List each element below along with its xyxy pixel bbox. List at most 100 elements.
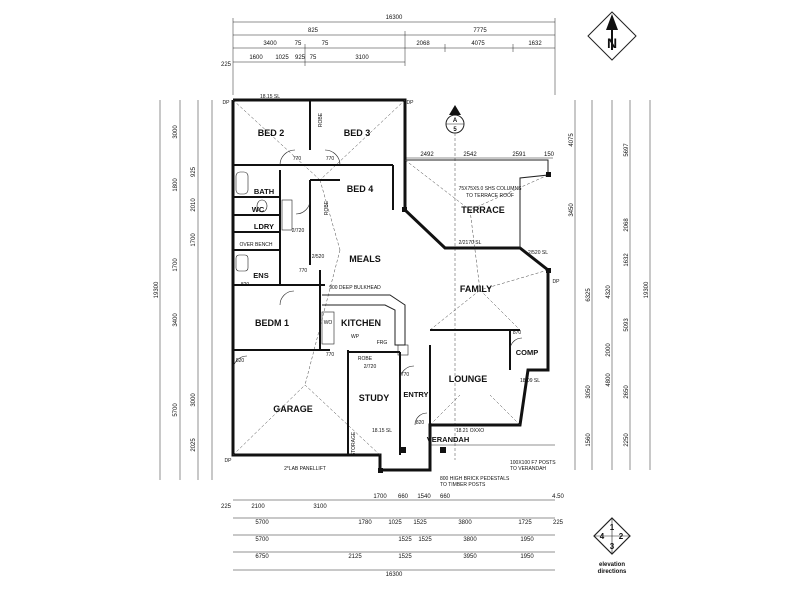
bath-fixtures	[235, 171, 293, 272]
elevation-number: 3	[610, 542, 615, 551]
dim-label: 2650	[624, 385, 630, 399]
door-width: 820	[236, 358, 245, 364]
dim-label: 3000	[173, 125, 179, 139]
dim-label: 3950	[463, 554, 477, 560]
note-overbench: OVER BENCH	[239, 242, 272, 248]
section-marker-icon: A 5	[445, 105, 465, 460]
door-width: 770	[326, 352, 335, 358]
door-width: 820	[241, 282, 250, 288]
dim-label: 2125	[348, 554, 362, 560]
interior-walls	[233, 100, 520, 455]
ceiling-mark: 2/520 SL	[528, 250, 548, 256]
room-label-ldry: LDRY	[254, 222, 274, 231]
note-posts: 100X100 F7 POSTS	[510, 460, 556, 466]
dim-label: 4075	[569, 133, 575, 147]
note-robe: ROBE	[318, 112, 324, 127]
ceiling-mark: 18.15 SL	[260, 94, 280, 100]
dim-label: 1950	[520, 554, 534, 560]
dim-label: 1632	[624, 253, 630, 267]
dim-label: 1525	[398, 554, 412, 560]
dim-label: 3400	[263, 41, 277, 47]
note-posts: TO VERANDAH	[510, 466, 546, 472]
room-label-terrace: TERRACE	[461, 205, 505, 215]
elevation-caption: directions	[598, 569, 627, 575]
ceiling-mark: 18.09 SL	[520, 378, 540, 384]
dim-label: 2591	[512, 152, 526, 158]
elevation-number: 1	[610, 523, 615, 532]
dim-label: 1700	[191, 233, 197, 247]
dim-label: 4320	[606, 285, 612, 299]
room-label-garage: GARAGE	[273, 404, 313, 414]
dim-label: 19300	[154, 281, 160, 298]
dim-label: 7775	[473, 28, 487, 34]
room-label-meals: MEALS	[349, 254, 381, 264]
dim-label: 1525	[418, 537, 432, 543]
door-width: 770	[401, 372, 410, 378]
dim-label: 75	[295, 41, 302, 47]
ceiling-mark: 2/720	[292, 228, 305, 234]
door-swings	[232, 149, 523, 426]
dim-label: 16300	[386, 15, 403, 21]
dim-label: 1700	[373, 494, 387, 500]
elevation-caption: elevation	[599, 562, 625, 568]
note-storage: STORAGE	[351, 431, 357, 456]
dim-label: 5700	[255, 520, 269, 526]
dim-label: 1950	[520, 537, 534, 543]
room-label-wc: WC	[252, 205, 265, 214]
dim-label: 1525	[413, 520, 427, 526]
dim-label: 1725	[518, 520, 532, 526]
note-downpipe: DP	[223, 100, 231, 106]
dim-label: 1632	[528, 41, 542, 47]
room-label-verandah: VERANDAH	[427, 435, 470, 444]
dim-label: 2010	[191, 198, 197, 212]
dim-label: 3400	[173, 313, 179, 327]
dim-label: 925	[295, 55, 306, 61]
dim-label: 825	[308, 28, 319, 34]
note-downpipe: DP	[407, 100, 415, 106]
note-robe: ROBE	[358, 356, 373, 362]
roof-lines	[232, 99, 549, 456]
dim-label: 1560	[586, 433, 592, 447]
dim-label: 3000	[191, 393, 197, 407]
dim-label: 3800	[458, 520, 472, 526]
room-label-comp: COMP	[516, 348, 539, 357]
ceiling-mark: 2/720	[364, 364, 377, 370]
dim-label: 16300	[386, 572, 403, 578]
right-dimensions: 4075 5697 3450 2068 1632 4320 6325 5093 …	[569, 100, 651, 470]
room-label-bath: BATH	[254, 187, 274, 196]
dim-label: 2100	[251, 504, 265, 510]
dim-label: 1525	[398, 537, 412, 543]
dim-label: 75	[322, 41, 329, 47]
room-label-ens: ENS	[253, 271, 268, 280]
room-label-bed2: BED 2	[258, 128, 285, 138]
bottom-dimensions: 225 2100 3100 1700 660 1540 660 4.50 570…	[221, 494, 565, 578]
dim-label: 2000	[606, 343, 612, 357]
dim-label: 6325	[586, 288, 592, 302]
dim-label: 3450	[569, 203, 575, 217]
dim-label: 3050	[586, 385, 592, 399]
dim-label: 2492	[420, 152, 434, 158]
door-width: 870	[513, 330, 522, 336]
door-width: 770	[299, 268, 308, 274]
terrace-columns	[402, 172, 551, 273]
dim-label: 225	[221, 504, 232, 510]
dim-label: 1600	[249, 55, 263, 61]
elevation-directions-icon: 1 2 3 4 elevation directions	[593, 517, 631, 575]
room-label-study: STUDY	[359, 393, 390, 403]
dim-label: 3800	[463, 537, 477, 543]
dim-label: 150	[544, 152, 555, 158]
verandah-posts	[378, 444, 555, 473]
dim-label: 5700	[255, 537, 269, 543]
dim-label: 3100	[355, 55, 369, 61]
north-label: N	[607, 35, 617, 51]
dim-label: 5700	[173, 403, 179, 417]
room-label-kitchen: KITCHEN	[341, 318, 381, 328]
room-label-entry: ENTRY	[403, 390, 428, 399]
dim-label: 5093	[624, 318, 630, 332]
section-marker-bottom: 5	[453, 127, 457, 133]
ceiling-mark: 18.15 SL	[372, 428, 392, 434]
ceiling-mark: 18.21 OXXO	[456, 428, 484, 434]
dim-label: 225	[553, 520, 564, 526]
door-width: 770	[326, 156, 335, 162]
